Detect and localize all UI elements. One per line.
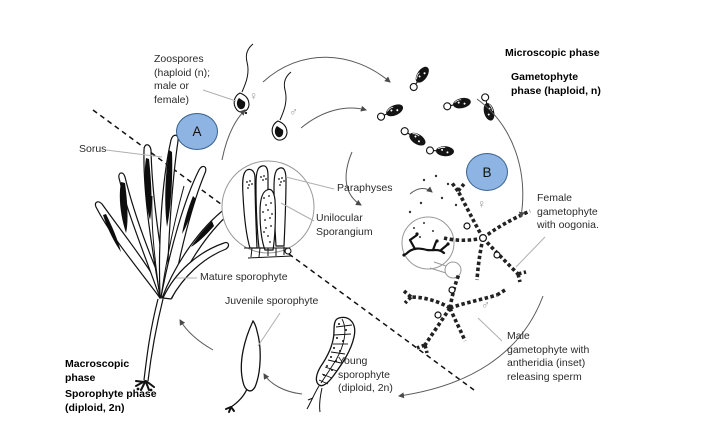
- male-gametophyte-drawing: [402, 273, 506, 354]
- female-gametophyte-drawing: [443, 181, 531, 283]
- sporangium-stipple: [262, 195, 273, 243]
- basal-cells: [244, 247, 293, 259]
- sorus-patches: [103, 150, 214, 252]
- unilocular-sporangium-label: Unilocular Sporangium: [316, 212, 373, 238]
- young-sporophyte-label: Young sporophyte (diploid, 2n): [338, 355, 393, 394]
- rhizoids: [306, 385, 323, 413]
- sporophyte-phase-label: Sporophyte phase (diploid, 2n): [65, 388, 157, 414]
- female-symbol-zoospore: ♀: [249, 89, 258, 103]
- arrow-to-young-sporophyte: [398, 295, 544, 399]
- magnifier-link-circle: [444, 261, 462, 279]
- sorus-section-inset: [221, 160, 315, 259]
- sperm-dots: [408, 174, 458, 214]
- arrow-fertilization: [409, 186, 433, 195]
- male-symbol-gametophyte: ♂: [481, 298, 490, 312]
- juvenile-sporophyte-label: Juvenile sporophyte: [225, 295, 319, 307]
- microscopic-phase-label: Microscopic phase: [505, 47, 600, 59]
- arrow-settling: [345, 151, 362, 206]
- antheridia-inset: [401, 216, 462, 279]
- female-gametophyte-label: Female gametophyte with oogonia.: [537, 192, 599, 231]
- gametophyte-phase-label: Gametophyte phase (haploid, n): [511, 71, 601, 97]
- paraphyses-speckles: [246, 175, 285, 189]
- mature-sporophyte-drawing: [94, 134, 233, 392]
- cell-dots: [323, 323, 347, 376]
- juvenile-sporophyte-drawing: [225, 319, 261, 413]
- zoospores-label: Zoospores (haploid (n); male or female): [154, 53, 211, 106]
- arrow-juvenile-to-mature: [179, 319, 214, 351]
- young-sporophyte-drawing: [306, 316, 356, 413]
- marker-a[interactable]: A: [176, 113, 218, 150]
- arrow-sorus-to-zoospores: [221, 109, 246, 161]
- antheridia-cells: [434, 286, 456, 319]
- leader-lines: [105, 89, 546, 347]
- arrow-zoospores-top: [262, 56, 391, 83]
- marker-b[interactable]: B: [466, 153, 508, 191]
- female-symbol-gametophyte: ♀: [477, 197, 486, 211]
- male-gametophyte-label: Male gametophyte with antheridia (inset)…: [507, 330, 590, 383]
- holdfast: [135, 380, 155, 391]
- arrow-young-to-juvenile: [263, 373, 303, 395]
- arrow-zoospores-lower: [300, 105, 367, 129]
- male-symbol-zoospore: ♂: [289, 105, 298, 119]
- cycle-arrows: [179, 56, 544, 399]
- oogonia: [463, 222, 501, 259]
- sorus-label: Sorus: [79, 143, 107, 155]
- arrow-to-gametophytes: [476, 98, 525, 218]
- paraphyses-label: Paraphyses: [337, 182, 393, 194]
- germinating-zoospores-drawing: [375, 63, 497, 158]
- mature-sporophyte-label: Mature sporophyte: [200, 271, 288, 283]
- zoospores-drawing: [233, 43, 292, 141]
- unilocular-sporangium-shape: [259, 188, 276, 251]
- macroscopic-phase-label: Macroscopic phase: [65, 358, 130, 384]
